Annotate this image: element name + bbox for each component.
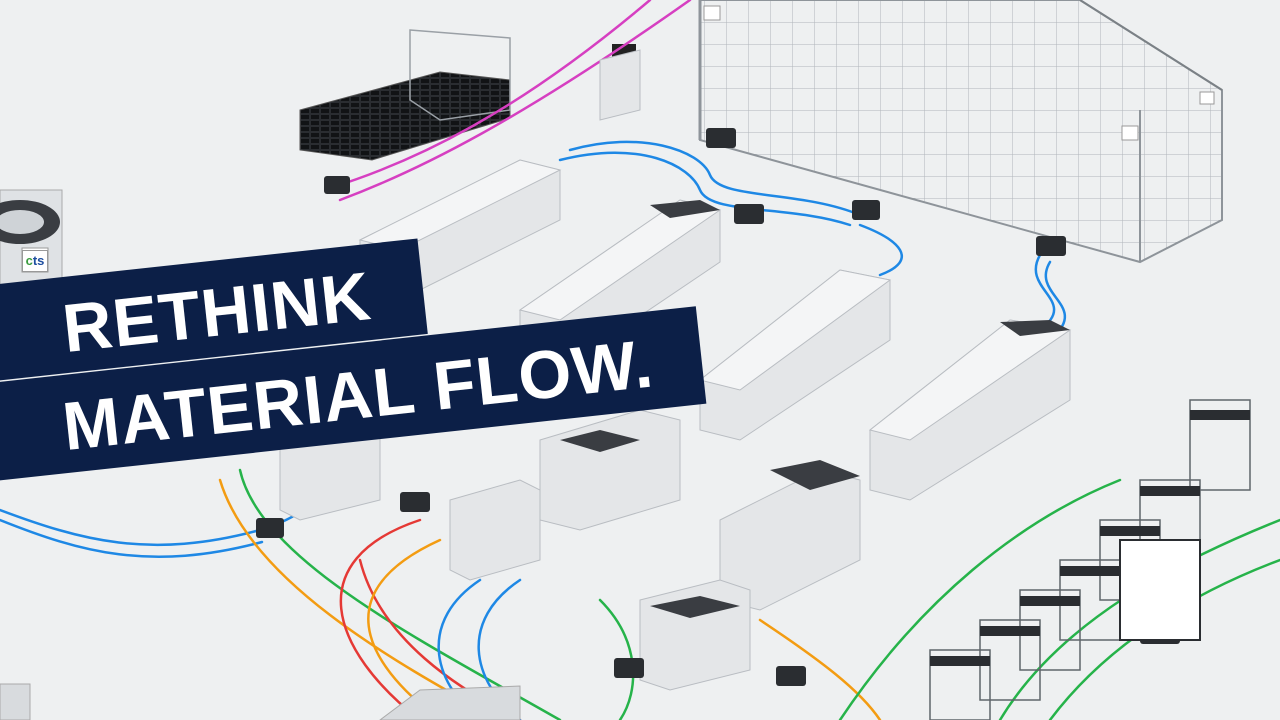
reel-cart-trays xyxy=(930,410,1250,666)
production-line-icon xyxy=(279,49,1072,691)
storage-warehouse xyxy=(698,0,1223,264)
cts-logo: cts xyxy=(22,250,48,272)
